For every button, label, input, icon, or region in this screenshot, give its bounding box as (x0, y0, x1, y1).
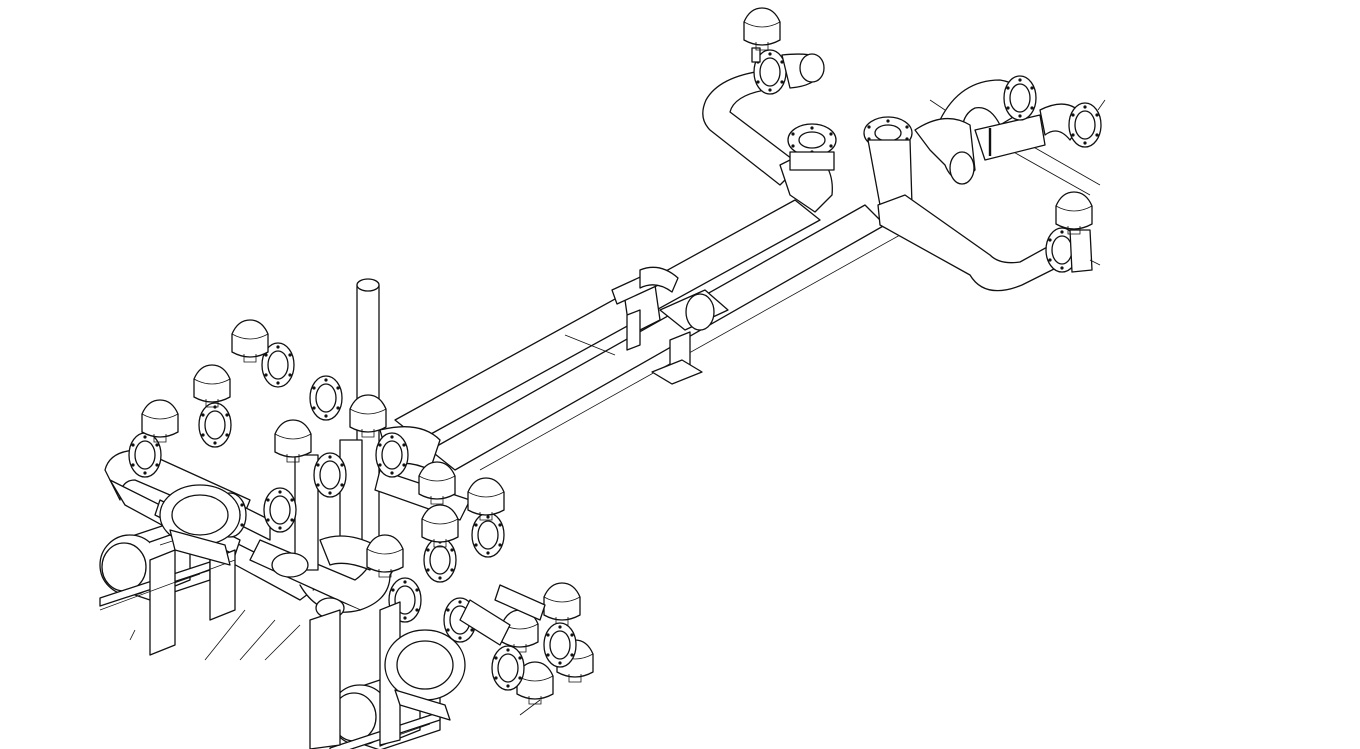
right-branch (863, 116, 1101, 292)
pipe-support-right (651, 289, 729, 385)
right-loop (914, 75, 1102, 185)
pump (384, 629, 466, 721)
pipe-support-left (611, 266, 679, 351)
leader-lines (129, 99, 1106, 716)
actuated-valve (467, 477, 505, 521)
lower-valve-flanges (459, 584, 577, 691)
main-header-pipes (394, 199, 901, 471)
pump (99, 519, 236, 656)
upper-branch (702, 47, 837, 213)
actuated-valve (543, 582, 581, 626)
pump (159, 484, 241, 566)
actuated-valve (743, 7, 781, 51)
actuated-valve (231, 319, 269, 363)
actuated-valve (421, 504, 459, 548)
actuated-valve (193, 364, 231, 408)
